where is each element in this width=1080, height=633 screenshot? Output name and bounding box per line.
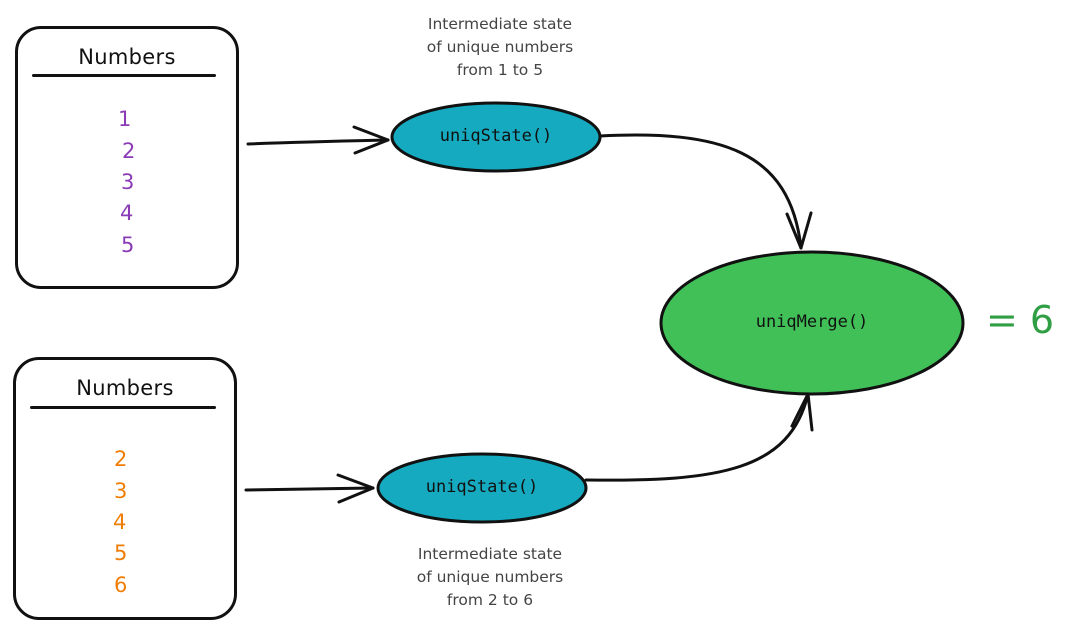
numbers-table-b-value: 5 xyxy=(114,541,128,565)
numbers-table-b: Numbers 2 3 4 5 6 xyxy=(13,357,237,620)
numbers-table-a-value: 2 xyxy=(122,139,136,163)
caption-line: Intermediate state xyxy=(427,15,573,33)
numbers-table-a-value: 4 xyxy=(120,201,134,225)
numbers-table-a: Numbers 1 2 3 4 5 xyxy=(15,26,239,289)
caption-line: from 1 to 5 xyxy=(456,61,544,79)
numbers-table-b-title: Numbers xyxy=(76,376,174,400)
state-node-bottom-caption: Intermediate state of unique numbers fro… xyxy=(370,543,610,612)
caption-line: of unique numbers xyxy=(426,38,574,56)
state-node-bottom-label: uniqState() xyxy=(425,477,539,497)
arrow-top-to-merge xyxy=(598,133,813,250)
numbers-table-b-value: 6 xyxy=(114,573,128,597)
caption-line: Intermediate state xyxy=(417,545,563,563)
arrow-bottom-input xyxy=(244,473,375,504)
state-node-bottom-shape xyxy=(376,452,588,524)
numbers-table-b-value: 4 xyxy=(113,510,127,534)
numbers-table-a-value: 1 xyxy=(118,107,132,131)
result-value: = 6 xyxy=(986,298,1055,342)
caption-line: from 2 to 6 xyxy=(446,591,534,609)
arrow-bottom-to-merge xyxy=(584,392,814,482)
numbers-table-a-value: 3 xyxy=(121,170,135,194)
numbers-table-a-divider xyxy=(32,74,216,77)
numbers-table-b-divider xyxy=(30,406,216,409)
numbers-table-b-value: 3 xyxy=(114,479,128,503)
numbers-table-a-title: Numbers xyxy=(78,45,176,69)
merge-node-shape xyxy=(659,250,965,396)
state-node-top-caption: Intermediate state of unique numbers fro… xyxy=(380,13,620,82)
caption-line: of unique numbers xyxy=(416,568,564,586)
merge-node-label: uniqMerge() xyxy=(755,312,869,332)
state-node-top-label: uniqState() xyxy=(439,126,553,146)
arrow-top-input xyxy=(246,125,390,155)
numbers-table-a-value: 5 xyxy=(121,233,135,257)
numbers-table-b-value: 2 xyxy=(114,447,128,471)
